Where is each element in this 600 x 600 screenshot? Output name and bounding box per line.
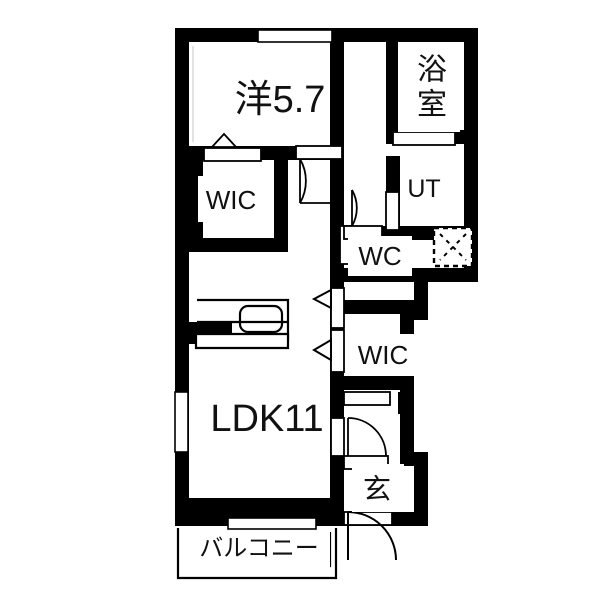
balcony-outline-outer xyxy=(176,528,338,580)
door-entrance-swing xyxy=(343,511,397,561)
label-wic-mid: WIC xyxy=(358,340,409,370)
wc-label-bg xyxy=(348,236,412,276)
label-wic-north: WIC xyxy=(206,185,257,215)
wic-mid-label-bg xyxy=(346,334,420,376)
room-labels: 洋5.7 浴 室 UT WC WIC WIC LDK11 玄 バルコニー xyxy=(199,53,447,563)
wall-wic-mid-south xyxy=(330,376,414,390)
door-wic-mid-sliding-lower xyxy=(312,329,345,373)
label-balcony: バルコニー xyxy=(199,534,319,562)
wall-genkan-east xyxy=(414,452,428,526)
bath-label-bg xyxy=(398,42,460,132)
door-wic-north-folding xyxy=(203,132,262,162)
window-ldk-west xyxy=(174,391,189,453)
window-bedroom-north xyxy=(257,29,333,43)
label-utility: UT xyxy=(407,175,440,203)
label-backdrops xyxy=(190,42,460,568)
sink-basin-icon xyxy=(238,304,284,334)
label-bathroom-char1: 浴 xyxy=(417,53,447,88)
outer-wall-lower-left xyxy=(175,440,342,526)
door-bedroom-swing xyxy=(295,145,343,204)
wall-genkan-west xyxy=(330,456,344,526)
pillar-marker xyxy=(398,392,410,414)
window-group xyxy=(174,29,333,530)
wic-north-label-bg xyxy=(198,176,265,222)
window-ldk-south xyxy=(227,517,317,530)
thin-detail-lines xyxy=(176,46,338,580)
wall-bath-west xyxy=(386,42,400,144)
door-ldk-swing xyxy=(330,391,391,457)
label-ldk: LDK11 xyxy=(210,398,323,440)
wall-ldk-south xyxy=(189,498,344,512)
wall-wic-mid-north xyxy=(344,300,414,314)
pipe-shaft-hatch-icon xyxy=(432,226,474,268)
label-genkan: 玄 xyxy=(363,473,391,506)
door-wic-mid-sliding-upper xyxy=(311,287,345,329)
label-bathroom-char2: 室 xyxy=(417,88,447,123)
wall-right-seg-b xyxy=(414,282,428,320)
wall-hall-east-upper xyxy=(330,160,344,226)
wall-wic-north-south xyxy=(189,238,288,252)
wall-wic-north-east xyxy=(274,160,288,252)
balcony-label-bg xyxy=(190,530,330,568)
label-toilet: WC xyxy=(358,241,401,271)
genkan-label-bg xyxy=(352,464,404,512)
label-bedroom: 洋5.7 xyxy=(235,79,326,121)
wall-bedroom-east xyxy=(330,42,344,160)
door-ut-slot xyxy=(385,191,400,231)
counter-lower-lip xyxy=(194,332,290,350)
